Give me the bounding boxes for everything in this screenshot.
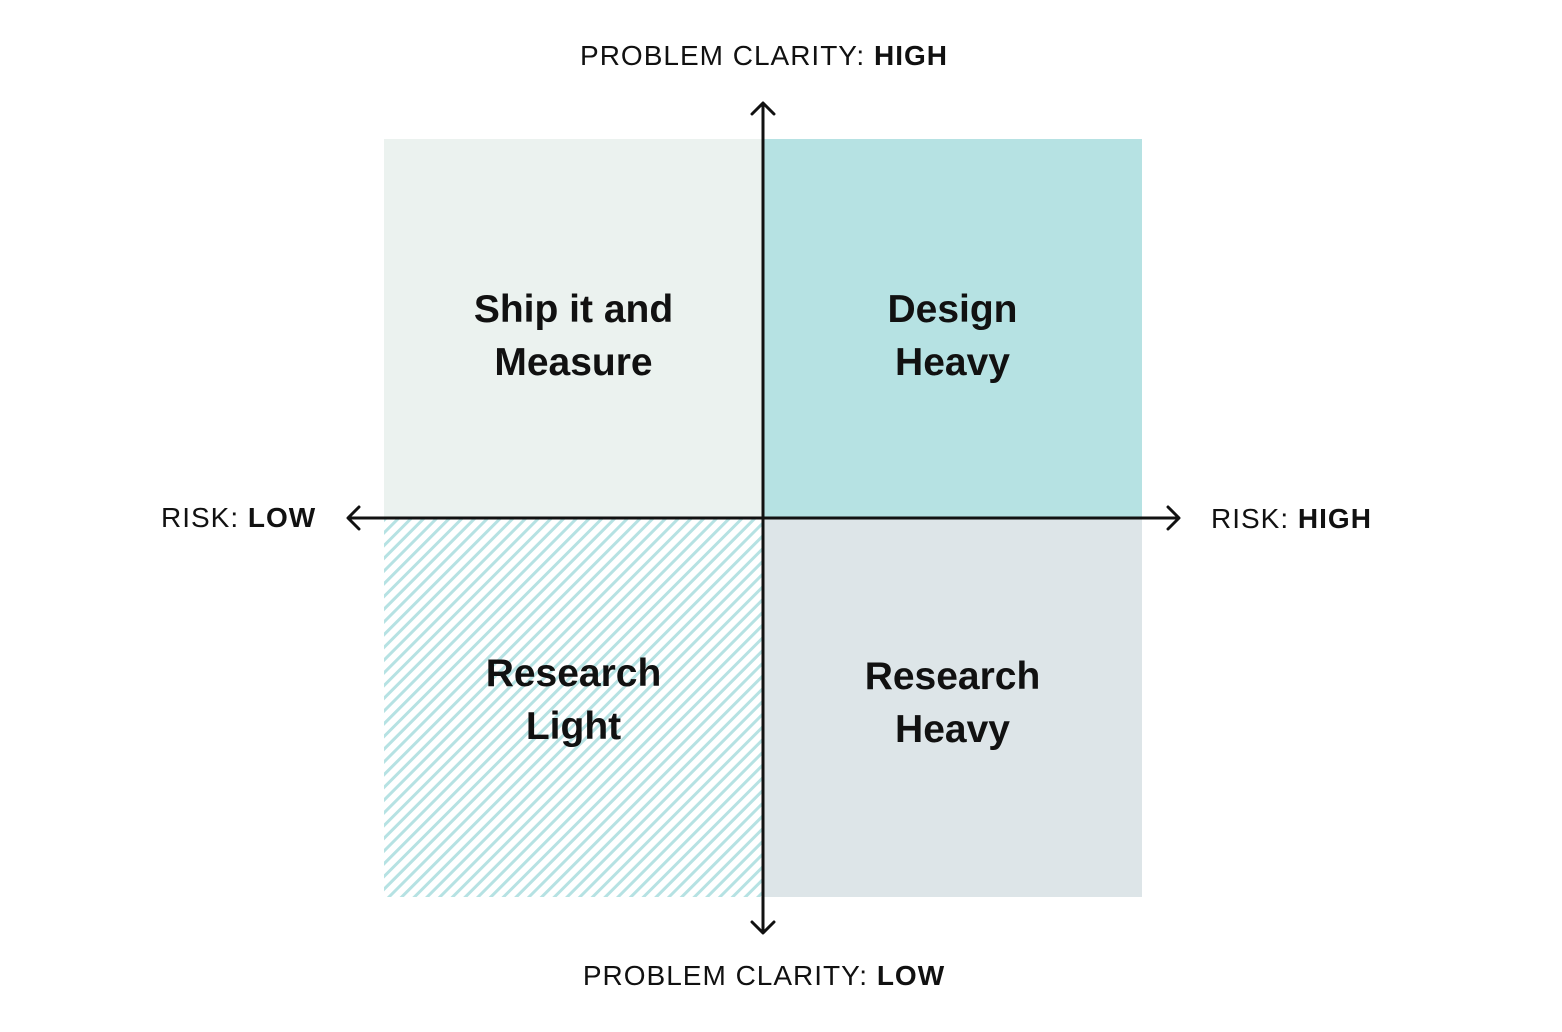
axis-label-prefix: RISK: [161, 502, 248, 533]
quadrant-ship-it-and-measure: Ship it and Measure [384, 139, 763, 518]
axis-label-value: LOW [247, 502, 317, 533]
axis-label-prefix: RISK: [1211, 503, 1298, 534]
quadrant-label-line-2: Heavy [895, 341, 1010, 384]
quadrant-label-line-2: Heavy [895, 708, 1010, 751]
quadrant-label: Research Light [384, 647, 763, 753]
quadrant-label-line-2: Measure [494, 341, 653, 384]
axis-label-left: RISK: LOW [161, 502, 316, 534]
quadrant-label: Ship it and Measure [384, 283, 763, 389]
quadrant-label-line-1: Research [864, 655, 1041, 698]
quadrant-design-heavy: Design Heavy [763, 139, 1142, 518]
axis-label-value: LOW [876, 960, 946, 991]
arrow-left-icon [346, 505, 361, 531]
axis-label-top: PROBLEM CLARITY: HIGH [0, 40, 1528, 72]
arrow-down-icon [750, 920, 776, 935]
quadrant-research-heavy: Research Heavy [763, 518, 1142, 897]
arrow-up-icon [750, 101, 776, 116]
quadrant-label-line-1: Research [485, 652, 662, 695]
axis-label-value: HIGH [873, 40, 948, 71]
quadrant-label: Research Heavy [763, 650, 1142, 756]
arrow-right-icon [1166, 505, 1181, 531]
quadrant-label-line-1: Design [887, 288, 1018, 331]
quadrant-research-light: Research Light [384, 518, 763, 897]
hatch-pattern [384, 518, 763, 897]
axis-label-right: RISK: HIGH [1211, 503, 1372, 535]
axis-label-bottom: PROBLEM CLARITY: LOW [0, 960, 1528, 992]
quadrant-label: Design Heavy [763, 283, 1142, 389]
quadrant-label-line-2: Light [525, 705, 622, 748]
axis-label-value: HIGH [1297, 503, 1372, 534]
axis-label-prefix: PROBLEM CLARITY: [582, 960, 877, 991]
quadrant-label-line-1: Ship it and [473, 288, 674, 331]
axis-label-prefix: PROBLEM CLARITY: [580, 40, 874, 71]
